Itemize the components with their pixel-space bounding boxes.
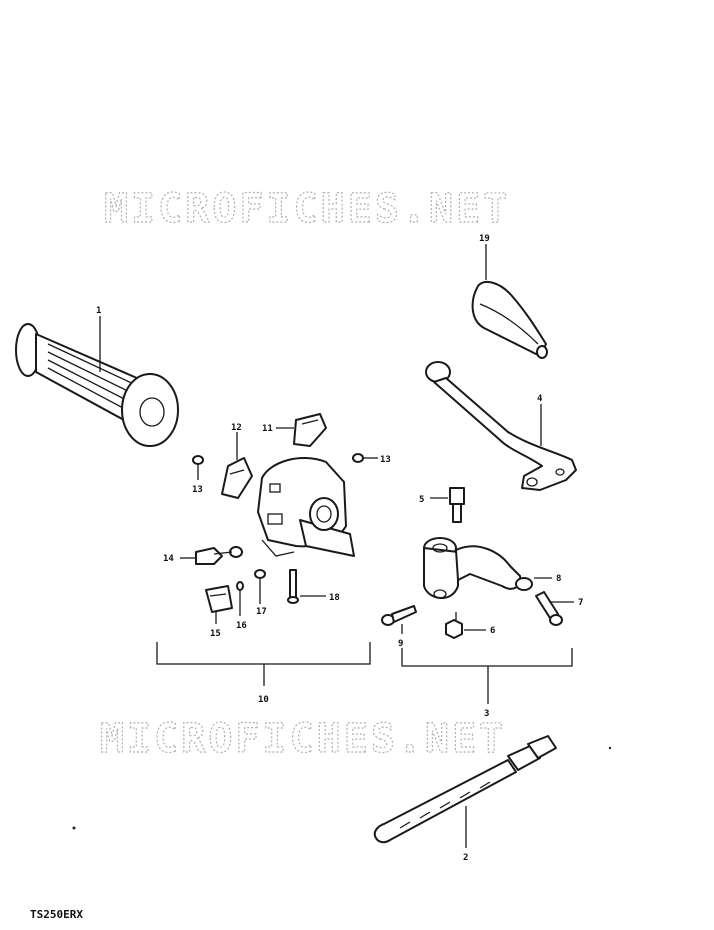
callout-3: 3 [484,709,489,719]
holder-washer-part [515,577,552,591]
callout-1: 1 [96,306,101,316]
callout-4: 4 [537,394,543,404]
screw-part-left [192,455,204,480]
switch-bracket-part [221,457,253,499]
callout-11: 11 [262,424,273,434]
switch-housing-part [257,457,355,557]
clamp-bolt-part [381,605,417,634]
callout-18: 18 [329,593,340,603]
callout-2: 2 [463,853,468,863]
callout-13-right: 13 [380,455,391,465]
callout-16: 16 [236,621,247,631]
callout-15: 15 [210,629,221,639]
adjuster-bolt-part [449,487,465,523]
lever-holder-part [423,537,522,599]
callout-9: 9 [398,639,403,649]
callout-6: 6 [490,626,495,636]
callout-5: 5 [419,495,424,505]
bracket-10 [156,642,371,665]
switch-clamp-part [293,413,327,447]
watermark-bottom: MICROFICHES.NET [100,716,506,762]
callout-8: 8 [556,574,561,584]
bracket-3 [401,648,573,667]
pivot-bolt-part [535,591,574,626]
callout-13-left: 13 [192,485,203,495]
watermark-top: MICROFICHES.NET [104,186,510,232]
callout-19: 19 [479,234,490,244]
screw-part-right [352,453,378,463]
callout-17: 17 [256,607,267,617]
clutch-lever-part [425,361,577,491]
washer-part [254,569,266,604]
switch-lead-part [195,546,243,565]
callout-7: 7 [578,598,583,608]
nut-part [445,612,486,639]
cable-strap-part [373,735,557,844]
speck-mark [72,826,76,830]
clip-part [205,585,233,624]
lever-cover-part [471,280,548,359]
callout-10: 10 [258,695,269,705]
model-code: TS250ERX [30,908,83,921]
speck-mark [608,746,612,750]
long-screw-part [287,569,326,604]
callout-14: 14 [163,554,174,564]
pin-part [236,581,244,616]
callout-12: 12 [231,423,242,433]
grip-part [15,323,179,447]
